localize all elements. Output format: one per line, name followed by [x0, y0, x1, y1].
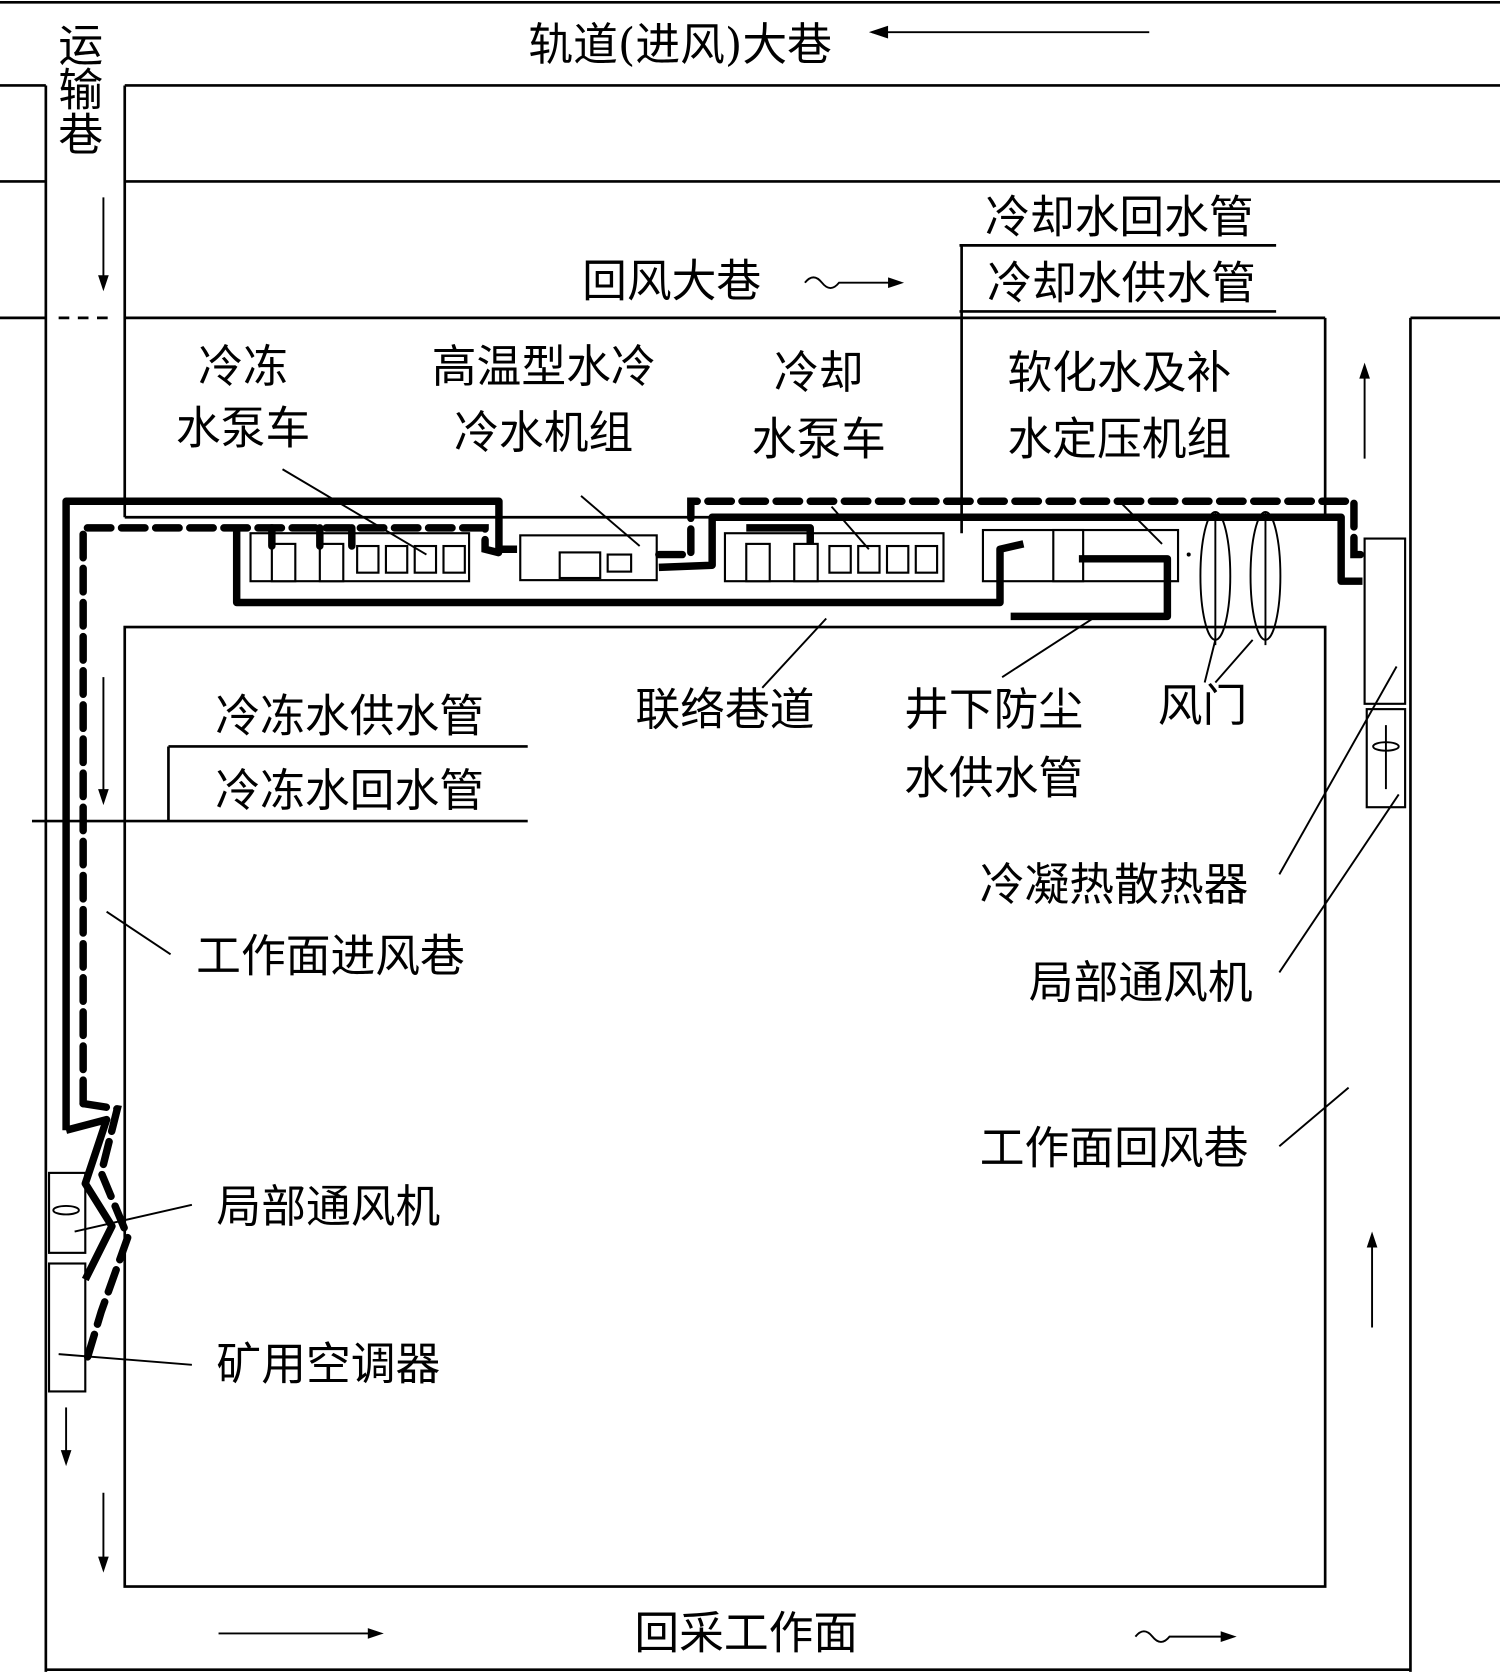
- mine-air-conditioner-label: 矿用空调器: [216, 1338, 440, 1391]
- softening-label-1: 软化水及补: [1007, 346, 1231, 399]
- face-intake-roadway-label: 工作面进风巷: [196, 929, 465, 982]
- local-fan-left: [47, 1171, 87, 1254]
- track-roadway-label: 轨道(进风)大巷: [528, 18, 832, 71]
- cooling-water-pipes: [655, 497, 1369, 559]
- air-door: [1199, 510, 1282, 646]
- cooling-pump-label-1: 冷却: [774, 346, 864, 399]
- cooling-return-pipe-label: 冷却水回水管: [985, 191, 1254, 244]
- cooling-supply-pipe-label: 冷却水供水管: [987, 257, 1256, 310]
- cooling-water-pump-car: [723, 532, 945, 583]
- transport-roadway-label: 运输巷: [50, 22, 103, 156]
- chilled-water-supply-pipe: [62, 497, 518, 1131]
- labels: 轨道(进风)大巷 运输巷 回风大巷 冷却水回水管 冷却水供水管 冷冻 水泵车 高…: [50, 18, 1256, 1659]
- chiller-unit: [519, 534, 658, 582]
- local-fan-right-label: 局部通风机: [1029, 956, 1253, 1009]
- air-door-label: 风门: [1158, 679, 1248, 732]
- chilled-pump-label-2: 水泵车: [176, 402, 310, 455]
- chilled-supply-pipe-label: 冷冻水供水管: [215, 690, 484, 743]
- chilled-water-pump-car: [249, 532, 471, 583]
- chiller-label-1: 高温型水冷: [432, 340, 656, 393]
- chilled-pump-label-1: 冷冻: [198, 340, 288, 393]
- cooling-pump-label-2: 水泵车: [752, 412, 886, 465]
- pipes: [62, 497, 1369, 1369]
- local-fan-right: [1365, 708, 1407, 809]
- mine-air-conditioner: [47, 1262, 87, 1393]
- condenser-radiator: [1363, 537, 1407, 705]
- chiller-label-2: 冷水机组: [454, 406, 633, 459]
- return-air-roadway-label: 回风大巷: [582, 255, 761, 308]
- arrow-icon: [868, 25, 889, 39]
- softening-label-2: 水定压机组: [1007, 412, 1231, 465]
- condenser-radiator-label: 冷凝热散热器: [980, 858, 1249, 911]
- leader-lines-and-arrows: [58, 25, 1400, 1643]
- connecting-roadway-label: 联络巷道: [635, 683, 814, 736]
- equipment: [47, 510, 1407, 1393]
- chilled-return-pipe-label: 冷冻水回水管: [215, 764, 484, 817]
- chilled-water-return-pipe: [79, 524, 511, 1108]
- working-face-label: 回采工作面: [634, 1606, 858, 1659]
- dust-water-label-1: 井下防尘: [904, 683, 1083, 736]
- face-return-roadway-label: 工作面回风巷: [980, 1121, 1249, 1174]
- dust-water-label-2: 水供水管: [904, 751, 1083, 804]
- local-fan-left-label: 局部通风机: [216, 1180, 440, 1233]
